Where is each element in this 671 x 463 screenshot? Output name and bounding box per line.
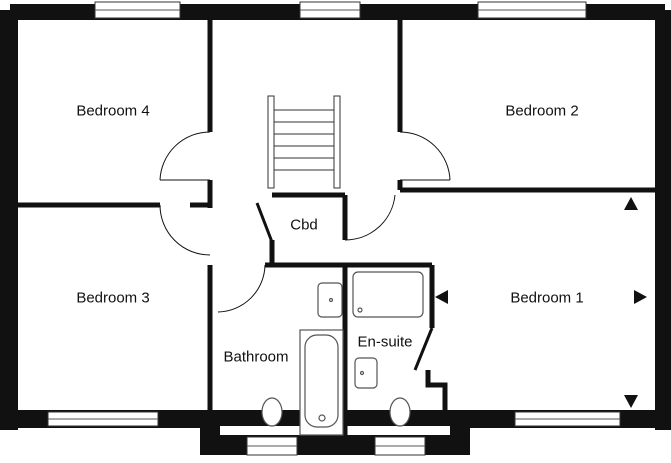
sanitary-fixtures — [261, 271, 424, 436]
room-label-bathroom: Bathroom — [223, 348, 289, 366]
room-label-bedroom-4: Bedroom 4 — [76, 102, 150, 120]
dimension-arrows — [435, 197, 647, 408]
staircase — [267, 95, 341, 189]
room-label-bedroom-2: Bedroom 2 — [505, 102, 579, 120]
room-label-cupboard: Cbd — [290, 216, 318, 234]
room-label-bedroom-3: Bedroom 3 — [76, 289, 150, 307]
window-glazing — [48, 9, 620, 447]
door-swings — [159, 131, 451, 313]
doors — [255, 202, 434, 371]
room-label-ensuite: En-suite — [357, 333, 413, 351]
room-label-bedroom-1: Bedroom 1 — [510, 289, 584, 307]
internal-walls — [18, 20, 655, 440]
